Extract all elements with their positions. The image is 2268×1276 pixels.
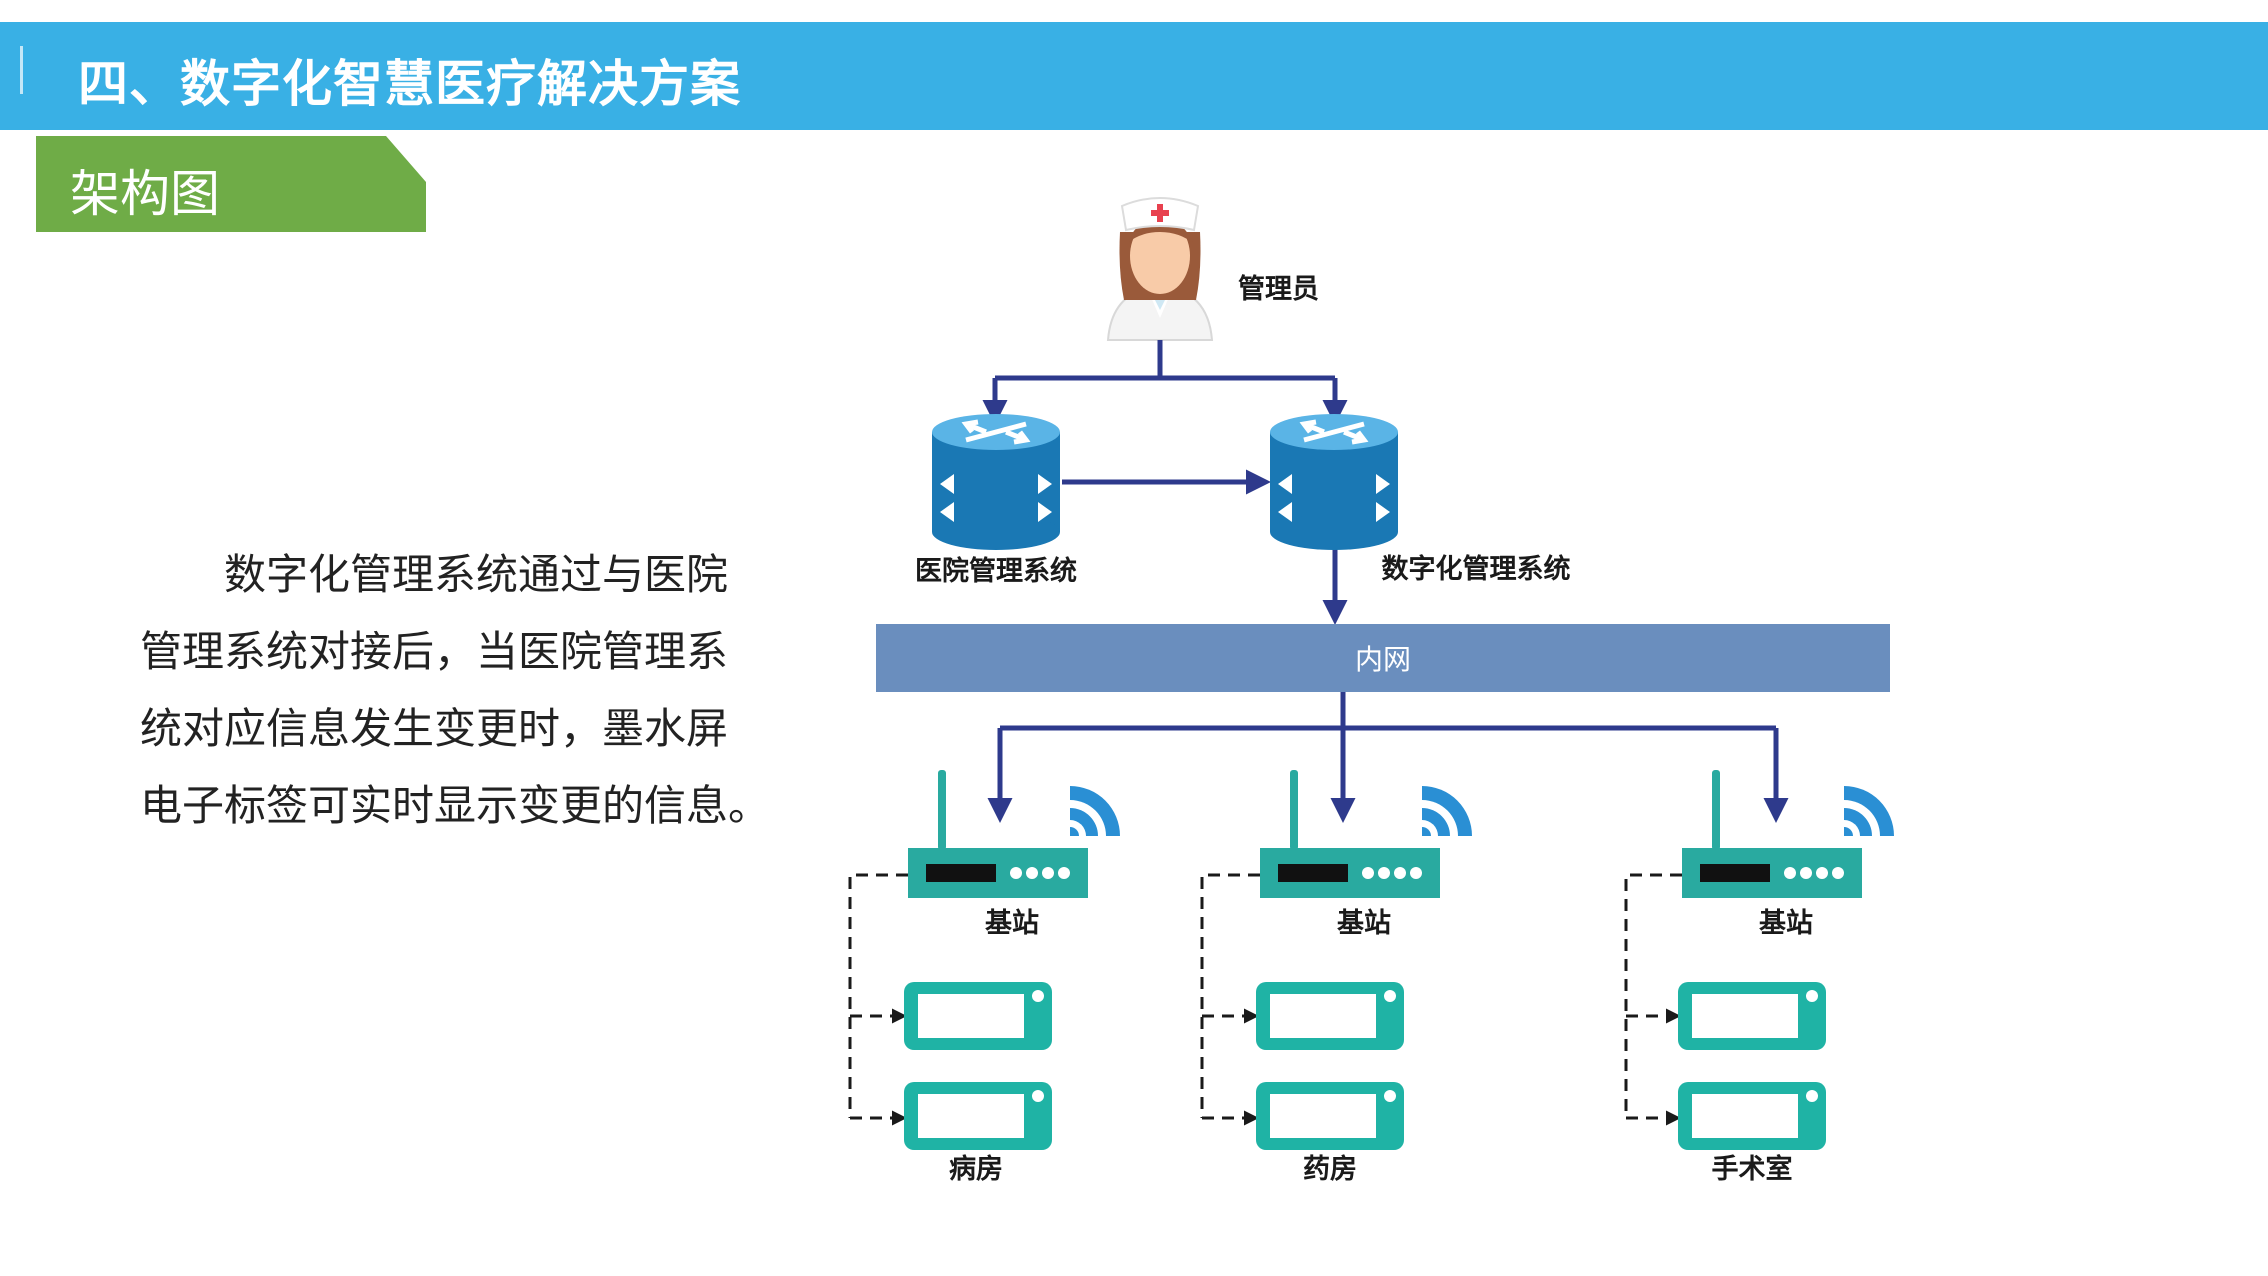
hospital-system-label: 医院管理系统: [915, 555, 1077, 587]
description-line: 电子标签可实时显示变更的信息。: [140, 781, 771, 830]
description-text: 数字化管理系统通过与医院 管理系统对接后，当医院管理系 统对应信息发生变更时，墨…: [140, 536, 780, 844]
hospital-system-router-icon: [932, 414, 1060, 550]
area-label: 药房: [1303, 1154, 1357, 1185]
nurse-admin-icon: [1106, 197, 1214, 341]
subtitle-tab: [36, 136, 426, 232]
base-station-1: 基站 病房: [848, 770, 1120, 1185]
admin-connectors: [982, 340, 1348, 625]
area-label: 手术室: [1712, 1153, 1793, 1185]
base-station-icon: [1260, 770, 1440, 898]
admin-label: 管理员: [1238, 274, 1319, 305]
area-label: 病房: [949, 1154, 1003, 1185]
description-line: 数字化管理系统通过与医院: [224, 550, 729, 599]
intranet-connectors: [987, 692, 1789, 823]
page-title: 四、数字化智慧医疗解决方案: [78, 55, 741, 113]
subtitle-label: 架构图: [70, 165, 220, 223]
eink-label-icon: [1678, 982, 1826, 1050]
eink-label-icon: [904, 982, 1052, 1050]
base-station-2: 基站 药房: [1200, 770, 1472, 1185]
wifi-signal-icon: [1844, 786, 1894, 836]
base-station-3: 基站 手术室: [1624, 770, 1894, 1185]
base-station-icon: [1682, 770, 1862, 898]
eink-label-icon: [1256, 1082, 1404, 1150]
wifi-signal-icon: [1070, 786, 1120, 836]
station-label: 基站: [1337, 908, 1391, 939]
description-line: 统对应信息发生变更时，墨水屏: [140, 704, 729, 753]
description-line: 管理系统对接后，当医院管理系: [140, 627, 729, 676]
digital-system-label: 数字化管理系统: [1382, 553, 1571, 585]
intranet-bar: [876, 624, 1890, 692]
header-divider: [20, 46, 23, 94]
station-label: 基站: [985, 908, 1039, 939]
intranet-label: 内网: [1355, 643, 1411, 676]
digital-system-router-icon: [1270, 414, 1398, 550]
wifi-signal-icon: [1422, 786, 1472, 836]
eink-label-icon: [1678, 1082, 1826, 1150]
eink-label-icon: [904, 1082, 1052, 1150]
eink-label-icon: [1256, 982, 1404, 1050]
header-bar: [0, 22, 2268, 130]
station-label: 基站: [1759, 908, 1813, 939]
